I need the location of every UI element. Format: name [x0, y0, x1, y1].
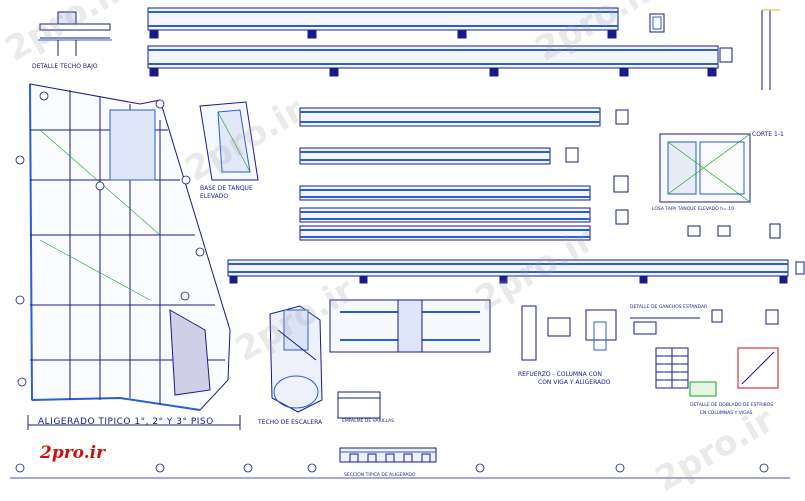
column-sections-top — [649, 9, 780, 90]
column-sections-mid — [565, 109, 805, 275]
losa-tapa-tanque — [659, 133, 751, 203]
base-tanque — [199, 101, 259, 181]
seccion-tipica-title: SECCION TIPICA DE ALIGERADO — [344, 473, 416, 478]
techo-bajo-detail — [38, 11, 112, 56]
beam-elevations-mid — [227, 107, 789, 284]
techo-escalera-title: TECHO DE ESCALERA — [258, 419, 323, 426]
techo-bajo-title: DETALLE TECHO BAJO — [32, 63, 98, 70]
refuerzo-title-1: REFUERZO - COLUMNA CON — [518, 371, 602, 378]
beam-elevations-top — [147, 7, 719, 77]
base-tanque-title-2: ELEVADO — [200, 193, 229, 200]
detalle-doblado-title: DETALLE DE DOBLADO DE ESTRIBOS — [690, 403, 774, 408]
base-tanque-title-1: BASE DE TANQUE — [200, 185, 253, 192]
refuerzo-title-2: CON VIGA Y ALIGERADO — [538, 379, 611, 386]
losa-tapa-title: LOSA TAPA TANQUE ELEVADO h=.10 — [652, 207, 734, 212]
refuerzo-columna — [329, 299, 617, 361]
axis-markers — [15, 91, 769, 473]
en-columnas-title: EN COLUMNAS Y VIGAS — [700, 411, 753, 416]
corte-title: CORTE 1-1 — [752, 131, 784, 138]
floor-plan-aligerado — [27, 83, 241, 430]
aligerado-title: ALIGERADO TIPICO 1°, 2° Y 3° PISO — [38, 417, 214, 427]
detalle-ganchos-title: DETALLE DE GANCHOS ESTANDAR — [630, 305, 708, 310]
seccion-tipica — [337, 391, 437, 463]
ganchos-detail — [630, 309, 779, 397]
brand-logo: 2pro.ir — [40, 443, 106, 463]
empalme-title: EMPALME DE VARILLAS — [342, 419, 395, 424]
techo-escalera — [269, 305, 323, 413]
